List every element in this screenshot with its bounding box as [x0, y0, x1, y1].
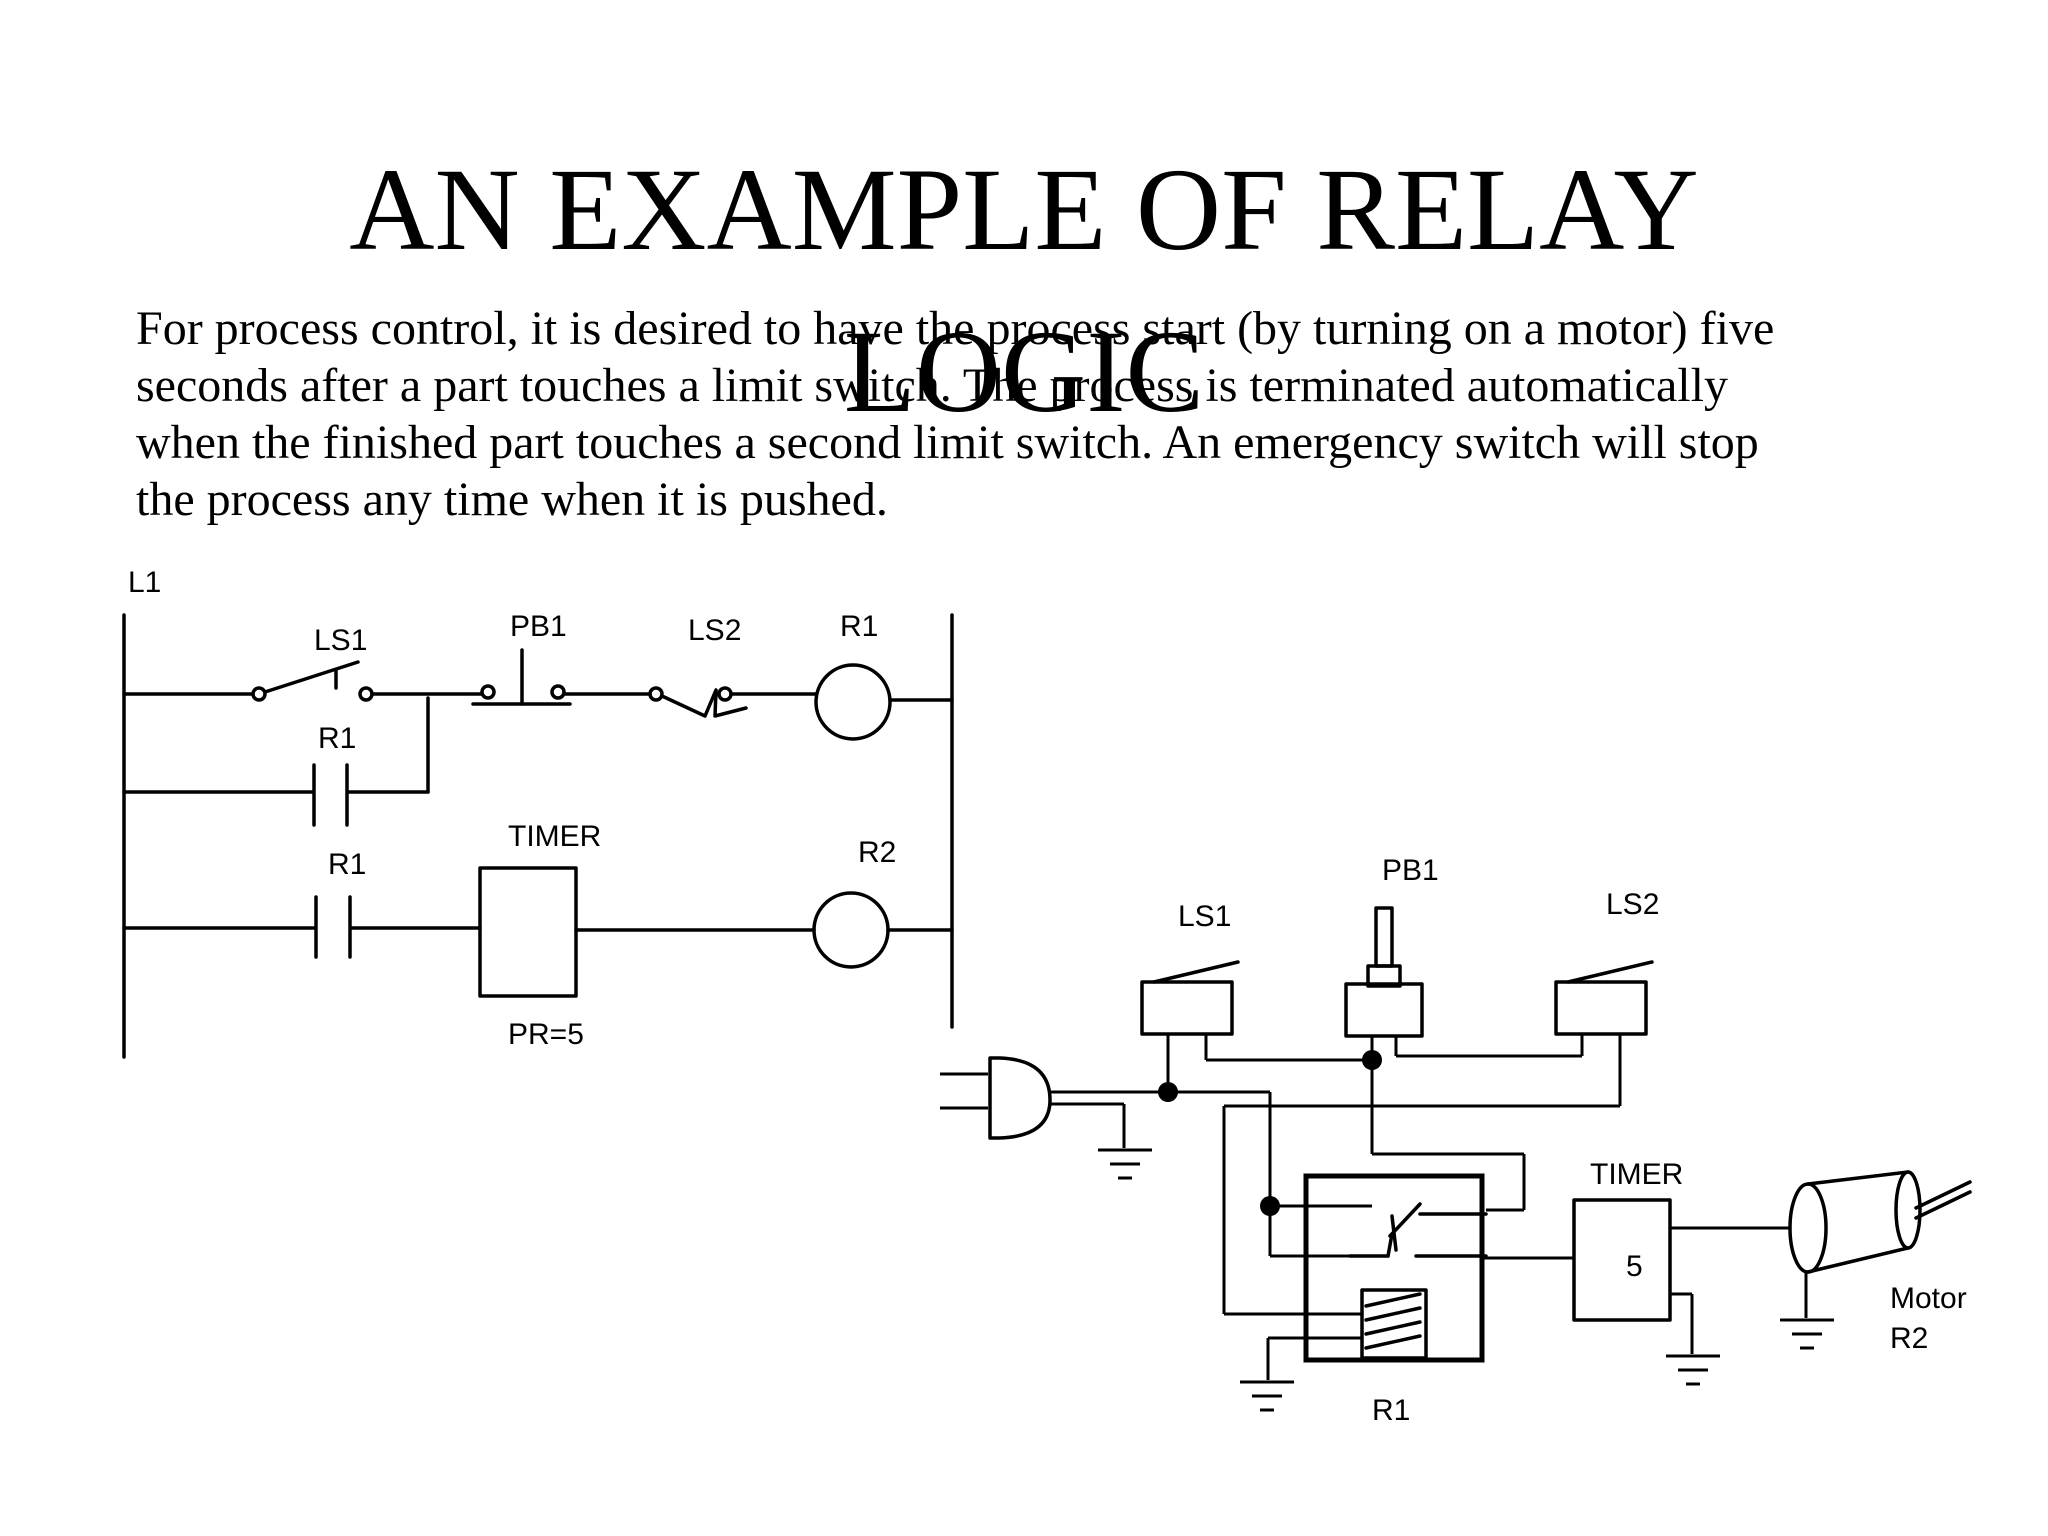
label-ls1: LS1 [314, 624, 367, 657]
ground-symbol-relay [1240, 1380, 1294, 1412]
coil-r1 [814, 663, 892, 741]
label-coil-r1: R1 [840, 610, 878, 643]
body-line-4: the process any time when it is pushed. [136, 473, 888, 526]
motor-icon [1788, 1170, 1972, 1274]
wiring-label-ls2: LS2 [1606, 888, 1659, 921]
coil-r2 [812, 891, 890, 969]
problem-statement: For process control, it is desired to ha… [136, 300, 1936, 528]
label-seal-r1: R1 [318, 722, 356, 755]
label-preset: PR=5 [508, 1018, 584, 1051]
ground-symbol-timer [1666, 1354, 1720, 1386]
junction-dot [1158, 1082, 1178, 1102]
label-l1: L1 [128, 566, 161, 599]
title-line-1: AN EXAMPLE OF RELAY [349, 144, 1699, 275]
timer-value: 5 [1626, 1250, 1643, 1283]
title-line-2: LOGIC [843, 306, 1205, 437]
seal-in-branch: R1 [122, 696, 430, 827]
pb1-pushbutton [471, 648, 572, 706]
pb1-pushbutton-device [1344, 906, 1424, 1038]
rung-1: LS1 PB1 LS2 R1 [122, 610, 954, 741]
wiring-label-pb1: PB1 [1382, 854, 1439, 887]
wiring-label-motor: Motor [1890, 1282, 1967, 1315]
ls1-contact [251, 660, 374, 702]
wiring-label-timer: TIMER [1590, 1158, 1683, 1191]
body-line-3: when the finished part touches a second … [136, 416, 1759, 469]
power-plug-icon [940, 1056, 1052, 1140]
ground-symbol-motor [1780, 1318, 1834, 1350]
slide-title: AN EXAMPLE OF RELAY [0, 150, 2048, 270]
label-coil-r2: R2 [858, 836, 896, 869]
body-line-1: For process control, it is desired to ha… [136, 302, 1775, 355]
relay-r1 [1303, 1173, 1488, 1363]
ground-symbol-plug [1098, 1148, 1152, 1180]
label-ls2: LS2 [688, 614, 741, 647]
ls2-contact [648, 686, 748, 718]
label-timer-r1: R1 [328, 848, 366, 881]
timer-module [1572, 1198, 1672, 1322]
ladder-diagram: L1 LS1 PB1 [122, 566, 954, 1059]
wiring-label-motor-r2: R2 [1890, 1322, 1928, 1355]
timer-block [478, 866, 578, 998]
ls1-limit-switch [1140, 960, 1240, 1036]
label-timer: TIMER [508, 820, 601, 853]
ls2-limit-switch [1554, 960, 1654, 1036]
junction-dot [1362, 1050, 1382, 1070]
wiring-diagram: LS1 PB1 LS2 [940, 854, 1972, 1427]
label-pb1: PB1 [510, 610, 567, 643]
wiring-label-r1: R1 [1372, 1394, 1410, 1427]
slide-title-overflow: LOGIC [0, 312, 2048, 432]
body-line-2: seconds after a part touches a limit swi… [136, 359, 1728, 412]
rung-2: R1 TIMER PR=5 R2 [122, 820, 954, 1051]
junction-dot [1260, 1196, 1280, 1216]
wiring-label-ls1: LS1 [1178, 900, 1231, 933]
